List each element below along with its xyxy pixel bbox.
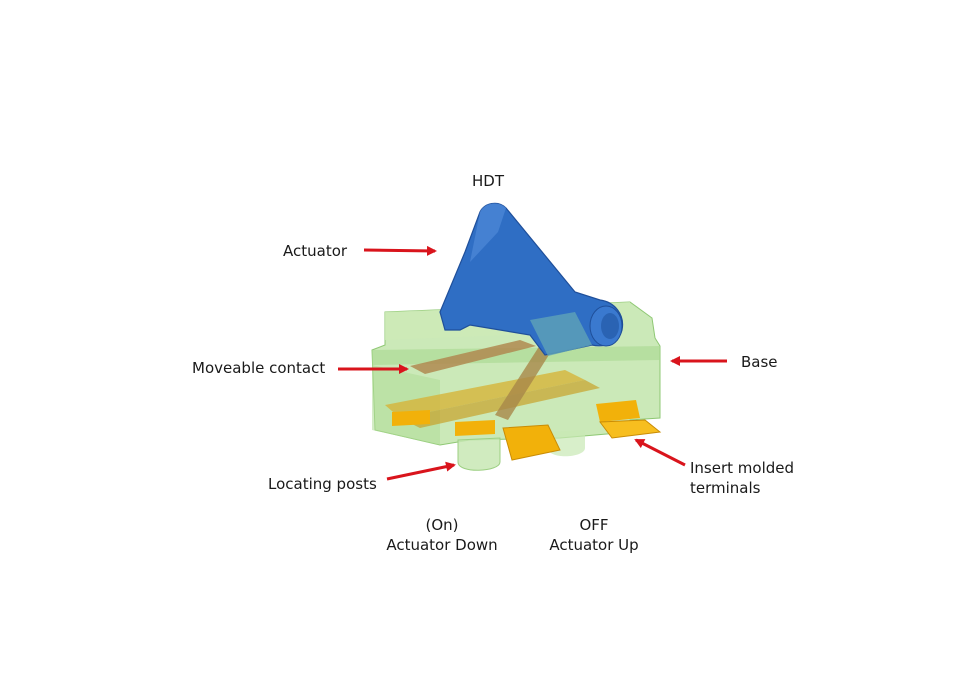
base-label: Base: [741, 353, 778, 371]
off-state-label-line2: Actuator Up: [549, 536, 639, 554]
internal-strip: [385, 370, 600, 428]
insert-molded-terminals-label-line1: Insert molded: [690, 459, 795, 477]
actuator-label: Actuator: [283, 242, 348, 260]
moveable-contact: [410, 340, 552, 420]
locating-posts-arrow: [386, 461, 456, 481]
diagram-title: HDT: [472, 172, 504, 190]
locating-posts-label: Locating posts: [268, 475, 377, 493]
terminals: [392, 400, 662, 461]
off-state-label-line1: OFF: [579, 516, 609, 534]
moveable-contact-label: Moveable contact: [192, 359, 326, 377]
on-state-label-line2: Actuator Down: [386, 536, 498, 554]
actuator-arrow: [363, 245, 437, 256]
terminals-arrow: [634, 438, 686, 467]
insert-molded-terminals-label-line2: terminals: [690, 479, 761, 497]
actuator: [439, 202, 624, 356]
on-state-label-line1: (On): [425, 516, 459, 534]
